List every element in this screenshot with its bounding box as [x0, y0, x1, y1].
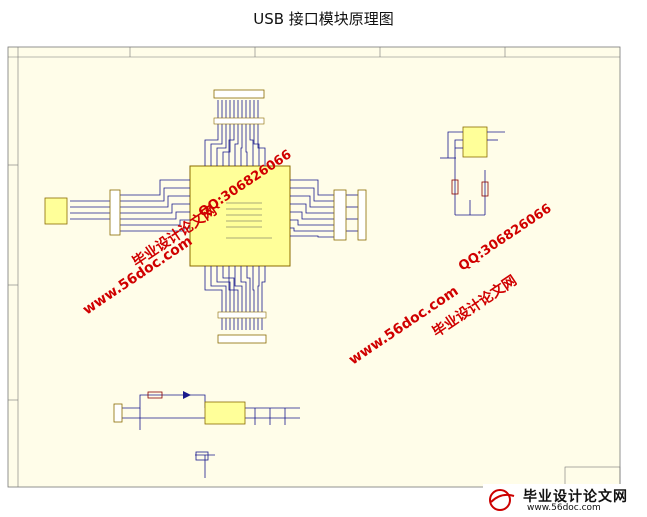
right-connector-2 [357, 189, 367, 241]
reset-switch [195, 451, 209, 461]
sheet-row-markers [8, 164, 18, 401]
logo-text-cn: 毕业设计论文网 [523, 489, 628, 505]
sheet-outer-frame [7, 46, 621, 488]
eeprom-wires [447, 131, 505, 216]
power-diode [183, 391, 191, 399]
bottom-bus-wires [204, 266, 266, 330]
sheet-column-markers [129, 47, 506, 57]
right-connector [333, 189, 347, 241]
eeprom-chip [462, 126, 488, 158]
chip-text-lines [226, 202, 272, 239]
page-title: USB 接口模块原理图 [253, 10, 394, 28]
right-bus-wires [290, 179, 360, 238]
bottom-connector-2 [217, 334, 267, 344]
top-connector [213, 89, 265, 99]
left-connector [109, 189, 121, 236]
logo-icon [489, 489, 515, 511]
eeprom-resistors [451, 179, 489, 197]
logo-text-url: www.56doc.com [527, 503, 601, 513]
site-logo: 毕业设计论文网 www.56doc.com [483, 484, 647, 517]
power-jack [113, 403, 123, 423]
left-bus-wires [70, 179, 190, 232]
power-resistor [147, 391, 163, 399]
bottom-connector [217, 311, 267, 319]
voltage-regulator [204, 401, 246, 425]
usb-connector [44, 197, 68, 225]
usb-controller-chip [189, 165, 291, 267]
top-connector-2 [213, 117, 265, 125]
